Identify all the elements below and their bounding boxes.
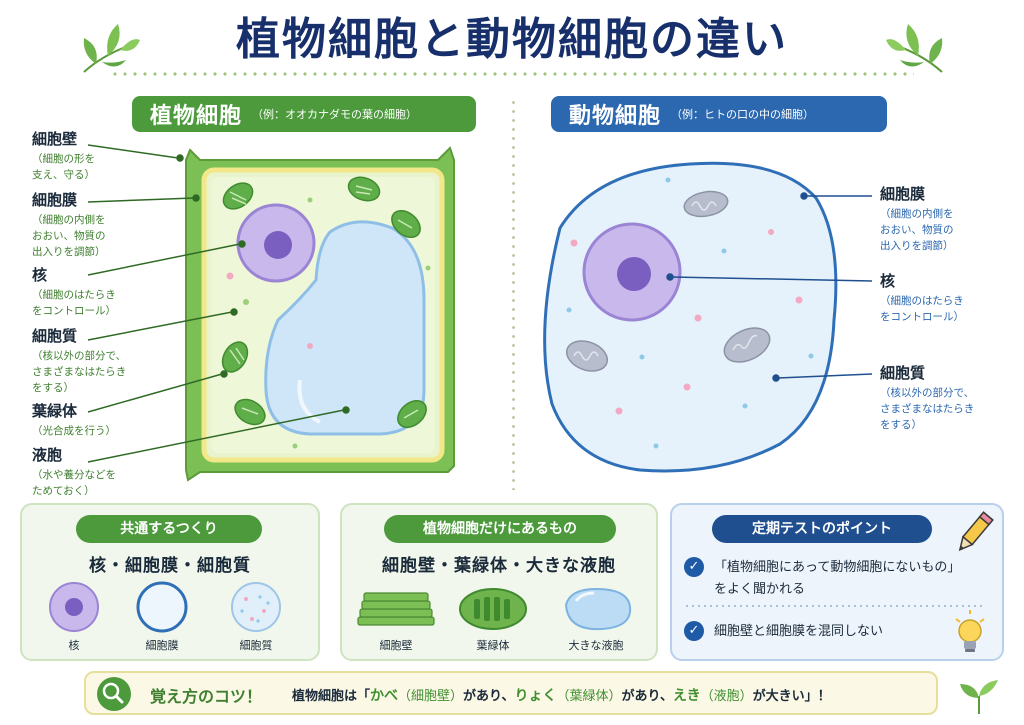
plant-only-cell-wall-caption: 細胞壁 [379,639,413,652]
plant-cell-header: 植物細胞 （例：オオカナダモの葉の細胞） [132,96,476,132]
magnifier-icon [97,677,131,711]
plant-label-chloroplast-title: 葉緑体 [32,402,78,420]
tip-part: が大きい」！ [752,689,831,704]
tip-part: （葉緑体） [556,689,622,704]
common-structures-summary: 核・細胞膜・細胞質 [89,556,251,576]
plant-label-vacuole-desc: （水や養分などを ためておく） [32,469,116,497]
animal-cell-title: 動物細胞 [569,104,662,129]
common-cell-membrane-caption: 細胞膜 [145,639,179,652]
title-divider [110,72,914,76]
animal-label-cytoplasm-desc: （核以外の部分で、 さまざまなはたらき をする） [880,387,975,431]
plant-cell-example: （例：オオカナダモの葉の細胞） [252,108,418,121]
plant-label-cytoplasm-desc: （核以外の部分で、 さまざまなはたらき をする） [32,350,127,394]
animal-label-cell-membrane: 細胞膜 （細胞の内側を おおい、物質の 出入りを調節） [880,183,954,254]
plant-label-cell-membrane-desc: （細胞の内側を おおい、物質の 出入りを調節） [32,214,106,258]
tip-part: （細胞壁） [398,689,464,704]
plant-label-nucleus-desc: （細胞のはたらき をコントロール） [32,289,116,317]
plant-label-chloroplast-desc: （光合成を行う） [32,425,116,437]
common-nucleus-icon [49,582,99,632]
test-points-panel: 定期テストのポイント ✓ 「植物細胞にあって動物細胞にないもの」 をよく聞かれる… [670,503,1004,661]
plant-label-cytoplasm: 細胞質 （核以外の部分で、 さまざまなはたらき をする） [32,325,126,396]
plant-only-header: 植物細胞だけにあるもの [384,515,616,543]
test-point-2-text: 細胞壁と細胞膜を混同しない [714,624,884,639]
memory-tip-bar: 覚え方のコツ！ 植物細胞は「かべ（細胞壁）があり、りょく（葉緑体）があり、えき（… [84,671,938,715]
plant-label-cell-wall-title: 細胞壁 [32,130,78,148]
plant-label-cytoplasm-title: 細胞質 [32,327,78,345]
check-icon: ✓ [684,621,704,641]
plant-label-cell-membrane-title: 細胞膜 [32,191,78,209]
plant-cell [87,144,455,482]
common-structures-panel: 共通するつくり 核・細胞膜・細胞質 核 細胞膜 細胞質 [20,503,320,661]
memory-tip-text: 植物細胞は「かべ（細胞壁）があり、りょく（葉緑体）があり、えき（液胞）が大きい」… [292,685,831,705]
plant-only-chloroplast-icon [459,588,527,630]
common-cytoplasm-caption: 細胞質 [239,639,273,652]
tip-highlight: かべ [370,688,399,704]
test-point-2: ✓ 細胞壁と細胞膜を混同しない [684,621,883,643]
section-divider [512,98,515,490]
cell-diagram [87,144,873,482]
check-icon: ✓ [684,557,704,577]
pencil-icon [958,511,994,552]
plant-label-cell-membrane: 細胞膜 （細胞の内側を おおい、物質の 出入りを調節） [32,189,106,260]
animal-label-cytoplasm-title: 細胞質 [880,364,926,382]
plant-cell-title: 植物細胞 [150,104,243,129]
leaf-decoration-right-icon [886,24,943,73]
test-point-1: ✓ 「植物細胞にあって動物細胞にないもの」 をよく聞かれる [684,557,960,601]
tip-part: （液胞） [700,689,753,704]
test-points-header: 定期テストのポイント [712,515,932,543]
plant-label-cell-wall: 細胞壁 （細胞の形を 支え、守る） [32,128,95,183]
animal-label-nucleus: 核 （細胞のはたらき をコントロール） [880,270,964,325]
plant-label-cell-wall-desc: （細胞の形を 支え、守る） [32,153,95,181]
tip-highlight: えき [673,688,701,704]
common-cell-membrane-icon [136,581,188,633]
animal-cell-header: 動物細胞 （例：ヒトの口の中の細胞） [551,96,887,132]
common-nucleus-caption: 核 [68,639,80,652]
plant-only-cell-wall-icon [357,592,435,626]
tip-part: があり、 [621,689,674,704]
leaf-decoration-left-icon [83,24,140,73]
animal-label-cell-membrane-title: 細胞膜 [880,185,926,203]
plant-only-summary: 細胞壁・葉緑体・大きな液胞 [382,556,616,576]
plant-only-chloroplast-caption: 葉緑体 [476,639,510,652]
plant-label-nucleus-title: 核 [32,266,48,284]
plant-only-panel: 植物細胞だけにあるもの 細胞壁・葉緑体・大きな液胞 細胞壁 葉緑体 大きな液胞 [340,503,658,661]
sprout-icon [960,680,998,714]
animal-cell-example: （例：ヒトの口の中の細胞） [671,108,815,121]
common-cytoplasm-icon [231,582,281,632]
tip-highlight: りょく [514,688,557,704]
animal-label-cell-membrane-desc: （細胞の内側を おおい、物質の 出入りを調節） [880,208,954,252]
plant-label-vacuole-title: 液胞 [32,446,63,464]
plant-only-vacuole-icon [564,587,632,631]
animal-label-nucleus-desc: （細胞のはたらき をコントロール） [880,295,964,323]
plant-only-vacuole-caption: 大きな液胞 [568,639,624,652]
tip-part: があり、 [463,689,515,704]
plant-label-nucleus: 核 （細胞のはたらき をコントロール） [32,264,116,319]
lightbulb-icon [955,610,985,652]
test-point-1-text: 「植物細胞にあって動物細胞にないもの」 をよく聞かれる [714,560,961,597]
page-title: 植物細胞と動物細胞の違い [236,14,788,65]
animal-cell [543,161,873,473]
common-structures-header: 共通するつくり [76,515,262,543]
animal-label-cytoplasm: 細胞質 （核以外の部分で、 さまざまなはたらき をする） [880,362,974,433]
test-points-divider [684,605,984,607]
plant-label-vacuole: 液胞 （水や養分などを ためておく） [32,444,116,499]
memory-tip-title: 覚え方のコツ！ [150,687,263,706]
tip-part: 植物細胞は「 [292,689,371,704]
plant-label-chloroplast: 葉緑体 （光合成を行う） [32,400,116,439]
animal-label-nucleus-title: 核 [880,272,896,290]
